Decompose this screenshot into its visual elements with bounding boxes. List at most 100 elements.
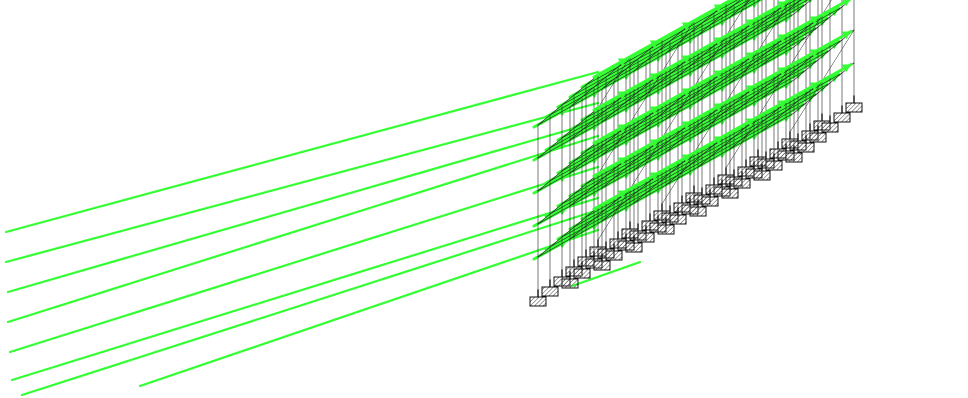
support-block xyxy=(669,214,687,225)
beam-z xyxy=(677,131,691,143)
beam-z xyxy=(645,83,659,95)
beam-x xyxy=(549,162,583,182)
brace xyxy=(597,122,631,175)
load-arrow-head xyxy=(735,0,741,5)
beam-z xyxy=(561,160,575,172)
support-block xyxy=(625,242,643,253)
beam-z xyxy=(669,96,683,108)
beam-z xyxy=(761,54,775,66)
beam-x xyxy=(689,14,723,34)
load-arrow-head xyxy=(713,136,723,145)
beam-x xyxy=(721,0,750,16)
beam-x xyxy=(733,85,767,105)
beam-z xyxy=(569,228,583,240)
beam-z xyxy=(733,126,747,138)
beam-z xyxy=(689,22,703,34)
beam-z xyxy=(689,121,703,133)
brace xyxy=(757,0,791,52)
beam-x xyxy=(605,58,639,78)
beam-z xyxy=(645,182,659,194)
beam-x xyxy=(537,205,571,225)
beam-z xyxy=(785,34,799,46)
beam-z xyxy=(677,164,691,176)
beam-x xyxy=(669,154,703,174)
support-block xyxy=(785,152,803,163)
beam-z xyxy=(625,58,639,70)
beam-z xyxy=(581,218,595,230)
beam-z xyxy=(677,98,691,110)
load-arrow-head xyxy=(617,58,627,67)
beam-z xyxy=(697,156,711,168)
beam-z xyxy=(753,52,767,64)
beam-z xyxy=(561,193,575,205)
load-arrow-head xyxy=(681,22,691,31)
beam-z xyxy=(593,175,607,187)
beam-x xyxy=(701,4,735,24)
brace xyxy=(597,188,631,241)
beam-x xyxy=(765,67,799,87)
beam-z xyxy=(797,90,811,102)
load-arrow-head xyxy=(617,190,627,199)
beam-z xyxy=(797,57,811,69)
support-block xyxy=(541,286,559,297)
load-line xyxy=(10,196,600,382)
support-block xyxy=(561,278,579,289)
load-arrow-head xyxy=(713,103,723,112)
support-block xyxy=(809,132,827,143)
beam-z xyxy=(569,129,583,141)
beam-z xyxy=(721,37,735,49)
beam-z xyxy=(625,190,639,202)
beam-z xyxy=(753,19,767,31)
beam-z xyxy=(733,93,747,105)
beam-x xyxy=(657,131,691,151)
beam-x xyxy=(537,172,571,192)
beam-z xyxy=(633,93,647,105)
beam-z xyxy=(573,183,587,195)
beam-z xyxy=(537,114,551,126)
beam-z xyxy=(645,116,659,128)
beam-z xyxy=(721,4,735,16)
beam-z xyxy=(773,77,787,89)
beam-x xyxy=(585,165,619,185)
beam-z xyxy=(709,146,723,158)
beam-z xyxy=(537,246,551,258)
beam-x xyxy=(549,228,583,248)
beam-z xyxy=(593,142,607,154)
beam-z xyxy=(561,94,575,106)
beam-z xyxy=(805,0,812,5)
beam-x xyxy=(765,1,799,21)
brace xyxy=(661,86,695,139)
load-arrow-head xyxy=(809,82,819,91)
beam-z xyxy=(773,44,787,56)
beam-z xyxy=(677,65,691,77)
beam-z xyxy=(549,236,563,248)
beam-x xyxy=(585,198,619,218)
beam-x xyxy=(797,49,831,69)
brace xyxy=(661,20,695,73)
beam-z xyxy=(741,0,751,8)
beam-z xyxy=(657,40,671,52)
beam-x xyxy=(785,0,808,13)
load-line xyxy=(6,116,612,294)
load-arrow-head xyxy=(842,0,851,7)
support-block xyxy=(733,178,751,189)
load-arrow-head xyxy=(649,172,659,181)
beam-x xyxy=(573,175,607,195)
beam-x xyxy=(605,91,639,111)
support-block xyxy=(753,170,771,181)
beam-z xyxy=(817,82,831,94)
support-block xyxy=(657,224,675,235)
load-arrow-head xyxy=(617,157,627,166)
brace xyxy=(629,137,663,190)
brace xyxy=(725,50,759,103)
beam-z xyxy=(701,45,715,57)
beam-x xyxy=(549,96,583,116)
brace xyxy=(597,56,631,109)
beam-z xyxy=(665,42,679,54)
beam-x xyxy=(765,34,799,54)
beam-z xyxy=(709,14,723,26)
beam-z xyxy=(701,144,715,156)
beam-z xyxy=(645,50,659,62)
beam-z xyxy=(605,66,619,78)
